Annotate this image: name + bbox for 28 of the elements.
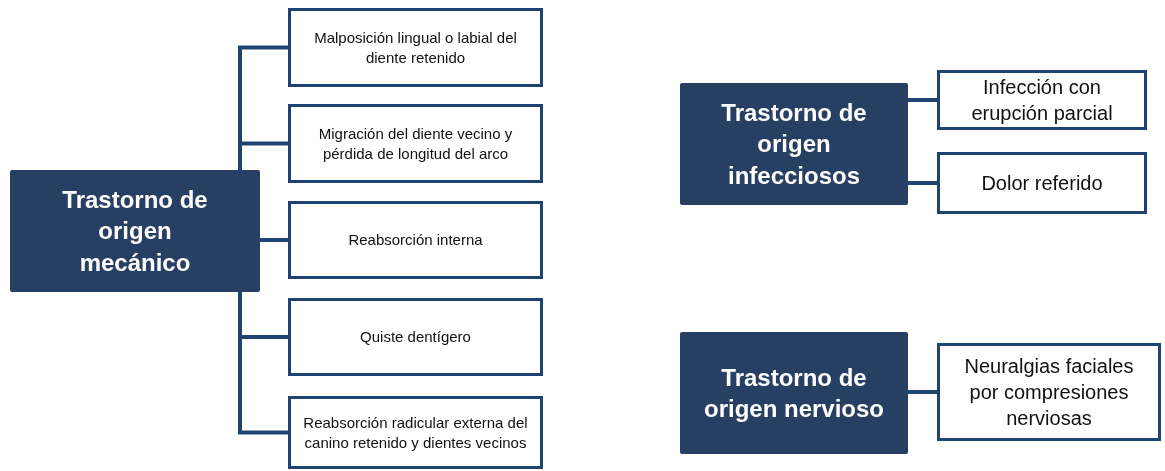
item-box <box>937 152 1147 214</box>
item-box <box>937 343 1161 441</box>
item-box <box>288 298 543 376</box>
connector-line <box>908 181 937 185</box>
node-text: Neuralgias faciales por compresiones nerviosas <box>963 354 1135 431</box>
connector-line <box>238 292 288 435</box>
item-box <box>288 8 543 87</box>
category-box <box>10 170 260 292</box>
item-box <box>288 201 543 279</box>
node-text: Trastorno de origen mecánico <box>61 185 209 278</box>
node-text: Migración del diente vecino y pérdida de longitud del arco <box>317 124 514 163</box>
item-box <box>288 104 543 183</box>
node-text: Trastorno de origen nervioso <box>702 362 885 424</box>
item-box <box>288 396 543 469</box>
connector-line <box>260 238 288 242</box>
connector-line <box>908 98 937 102</box>
connector-line <box>908 390 937 394</box>
node-text: Infección con erupción parcial <box>970 75 1114 126</box>
node-text: Quiste dentígero <box>360 327 471 347</box>
node-text: Trastorno de origen infecciosos <box>720 98 868 191</box>
item-box <box>937 70 1147 130</box>
category-box <box>680 332 908 454</box>
node-text: Malposición lingual o labial del diente retenido <box>313 28 518 67</box>
node-text: Dolor referido <box>981 171 1103 196</box>
node-text: Reabsorción radicular externa del canino retenido y dientes vecinos <box>302 413 529 452</box>
category-box <box>680 83 908 205</box>
connector-line <box>238 141 288 170</box>
node-text: Reabsorción interna <box>348 230 483 250</box>
